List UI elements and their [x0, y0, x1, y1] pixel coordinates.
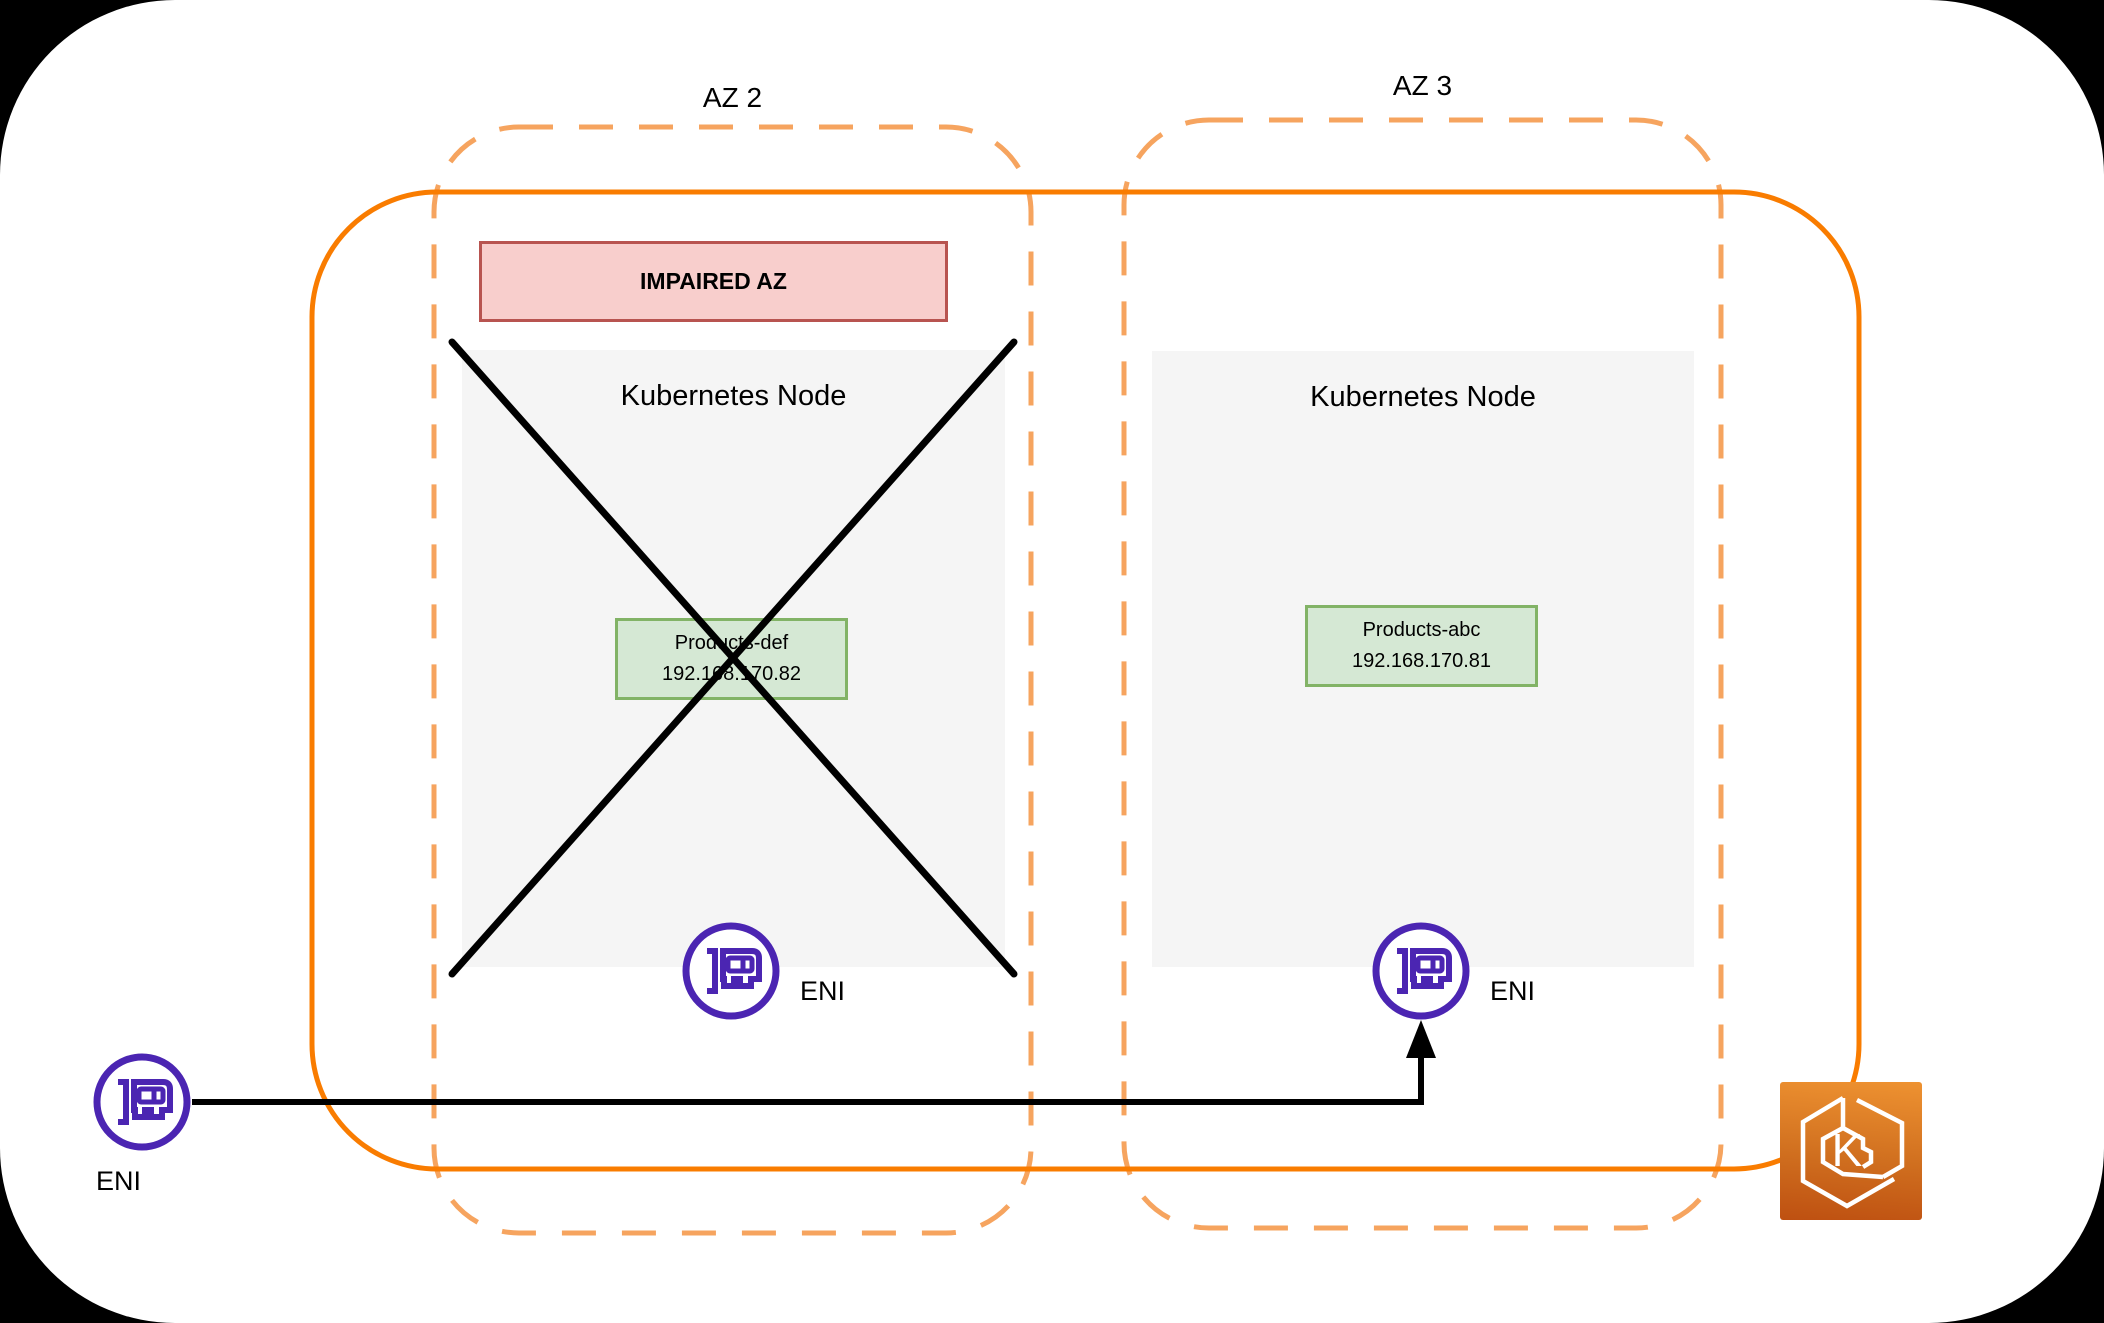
kubernetes-node-az3-title: Kubernetes Node — [1310, 381, 1536, 413]
pod-products-def-ip: 192.168.170.82 — [661, 663, 802, 685]
pod-products-def-name: Products-def — [674, 632, 789, 654]
pod-products-abc-name: Products-abc — [1362, 619, 1481, 641]
eni-icon — [682, 922, 780, 1020]
eks-hexagon-glyph: K — [1800, 1096, 1905, 1209]
eks-icon: K — [1780, 1082, 1922, 1220]
eni-label-az2: ENI — [800, 976, 846, 1006]
az2-label: AZ 2 — [702, 82, 763, 113]
impaired-az-banner: IMPAIRED AZ — [479, 241, 948, 322]
pod-products-def: Products-def 192.168.170.82 — [615, 618, 848, 700]
eni-icon — [1372, 922, 1470, 1020]
pod-products-abc: Products-abc 192.168.170.81 — [1305, 605, 1538, 687]
eni-icon — [93, 1053, 191, 1151]
kubernetes-node-az2-title: Kubernetes Node — [620, 380, 847, 412]
eni-label-external: ENI — [96, 1166, 142, 1196]
az3-label: AZ 3 — [1392, 70, 1453, 101]
impaired-az-banner-text: IMPAIRED AZ — [640, 268, 787, 294]
eni-label-az3: ENI — [1490, 976, 1536, 1006]
eks-letter: K — [1832, 1124, 1863, 1176]
pod-products-abc-ip: 192.168.170.81 — [1351, 650, 1492, 672]
